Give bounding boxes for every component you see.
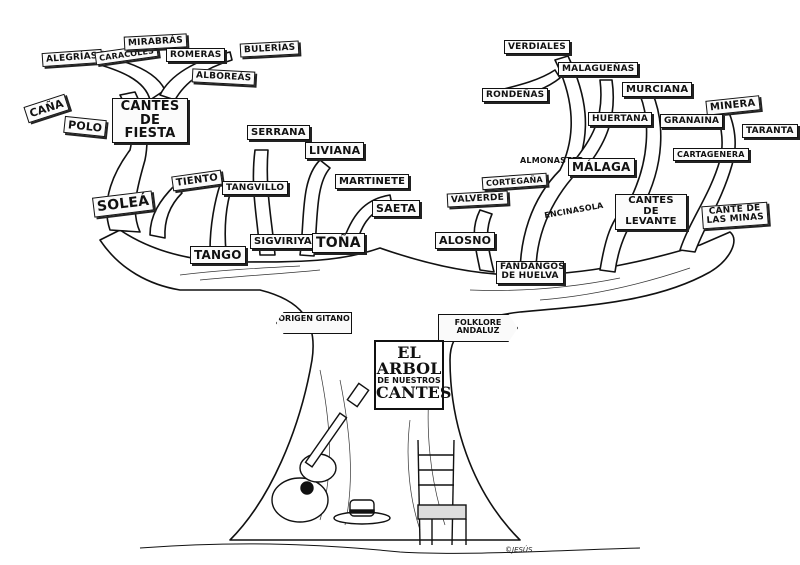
chair-drawing — [417, 439, 467, 546]
left-branch — [149, 184, 183, 239]
right-branch — [519, 55, 587, 277]
sign-alosno: ALOSNO — [435, 232, 496, 249]
sign-martinete: MARTINETE — [335, 174, 410, 189]
title-line-3: DE NUESTROS — [377, 376, 441, 385]
sign-murciana: MURCIANA — [622, 82, 693, 97]
title-line-2: ARBOL — [376, 359, 442, 378]
sign-malaguenas: MALAGUEÑAS — [558, 62, 639, 76]
sign-verdiales: VERDIALES — [504, 40, 570, 54]
sign-granaina: GRANAINA — [660, 114, 724, 128]
guitar-drawing — [271, 382, 370, 523]
origin-gitano-arrow: ORIGEN GITANO — [276, 312, 352, 334]
right-branch — [679, 107, 736, 253]
sign-liviana: LIVIANA — [305, 142, 365, 159]
sign-rondenas: RONDEÑAS — [482, 88, 549, 102]
sign-cante-minas: CANTE DE LAS MINAS — [701, 201, 769, 230]
sign-romeras: ROMERAS — [166, 48, 226, 62]
sign-cantes-levante: CANTES DE LEVANTE — [615, 194, 687, 230]
sign-siguiriya: SIGVIRIYA — [250, 234, 316, 249]
artist-signature: ©JESÚS — [505, 546, 533, 554]
sign-fandangos-huelva: FANDANGOS DE HUELVA — [496, 261, 565, 284]
left-branch — [209, 184, 233, 253]
sign-huertana: HUERTANA — [588, 112, 653, 126]
sign-tango: TANGO — [190, 246, 246, 264]
sign-cartagenera: CARTAGENERA — [673, 148, 749, 161]
folklore-andaluz-arrow: FOLKLORE ANDALUZ — [438, 314, 518, 342]
title-sign: EL ARBOL DE NUESTROS CANTES — [374, 340, 452, 410]
label-almonaster: ALMONASTER — [520, 156, 584, 165]
left-branch — [299, 159, 331, 257]
sign-saeta: SAETA — [372, 200, 421, 217]
sign-cantes-fiesta: CANTES DE FIESTA — [112, 98, 188, 143]
sign-taranta: TARANTA — [742, 124, 798, 138]
sign-serrana: SERRANA — [247, 125, 310, 140]
right-branch — [574, 79, 614, 169]
sign-malaga: MÁLAGA — [568, 158, 635, 176]
sign-tangcillo: TANGVILLO — [222, 181, 289, 195]
hat-drawing — [333, 499, 391, 525]
title-line-1: EL — [397, 343, 421, 362]
title-line-4: CANTES — [376, 383, 452, 402]
sign-tona: TOÑA — [312, 233, 365, 253]
left-branch — [252, 149, 276, 256]
